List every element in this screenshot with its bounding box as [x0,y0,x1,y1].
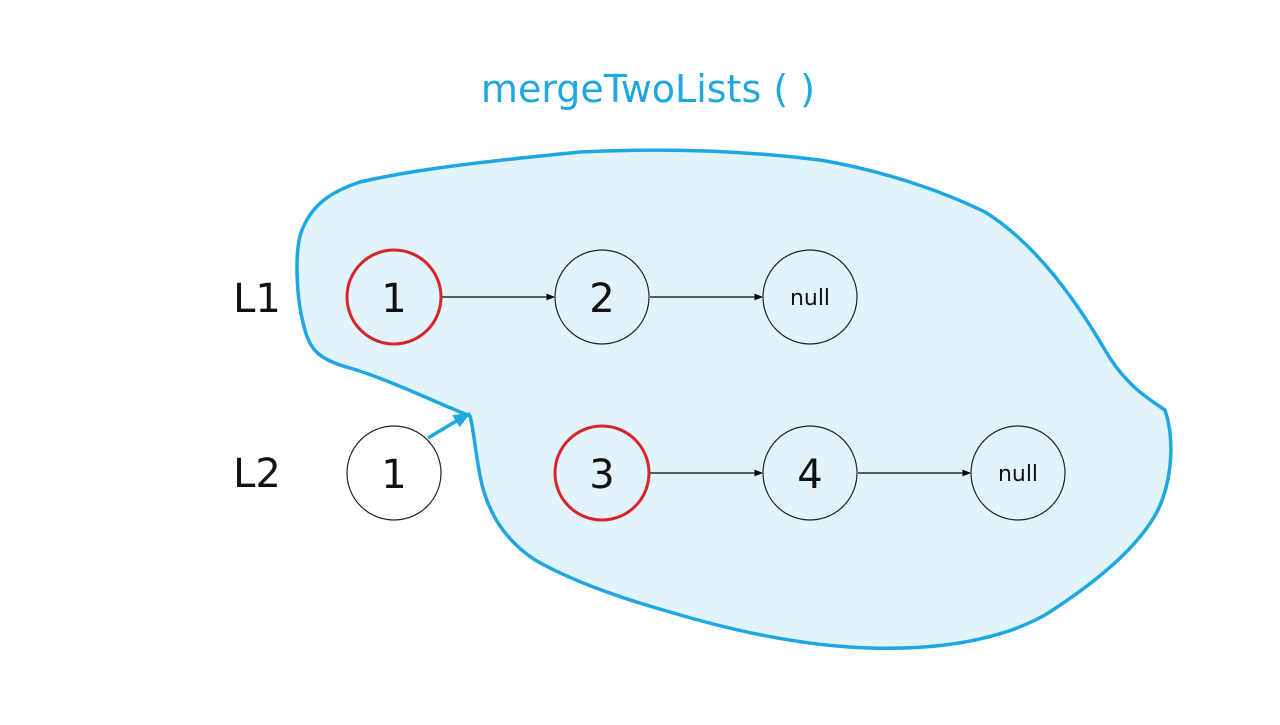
list-node: null [970,425,1066,521]
list-node: 4 [762,425,858,521]
node-circle-highlighted [345,248,443,346]
node-value: 1 [381,276,406,322]
list-label: L1 [233,276,281,322]
node-value: 4 [797,452,822,498]
list-l1: L1 1 2 null [233,248,858,346]
node-circle [346,425,442,521]
node-value: 1 [381,452,406,498]
list-node: 1 [346,425,442,521]
list-label: L2 [233,451,281,497]
node-circle [970,425,1066,521]
list-node: 1 [345,248,443,346]
node-value: 2 [589,276,614,322]
node-value-null: null [790,286,830,311]
recursion-pointer-arrow [427,412,472,440]
node-value-null: null [998,462,1038,487]
diagram-title: mergeTwoLists ( ) [481,67,815,111]
node-circle [554,249,650,345]
list-node: null [762,249,858,345]
list-l2: L2 1 3 4 null [233,424,1066,522]
recursion-region [295,148,1173,650]
node-circle [762,425,858,521]
node-circle-highlighted [553,424,651,522]
node-circle [762,249,858,345]
list-node: 2 [554,249,650,345]
list-node: 3 [553,424,651,522]
node-value: 3 [589,452,614,498]
